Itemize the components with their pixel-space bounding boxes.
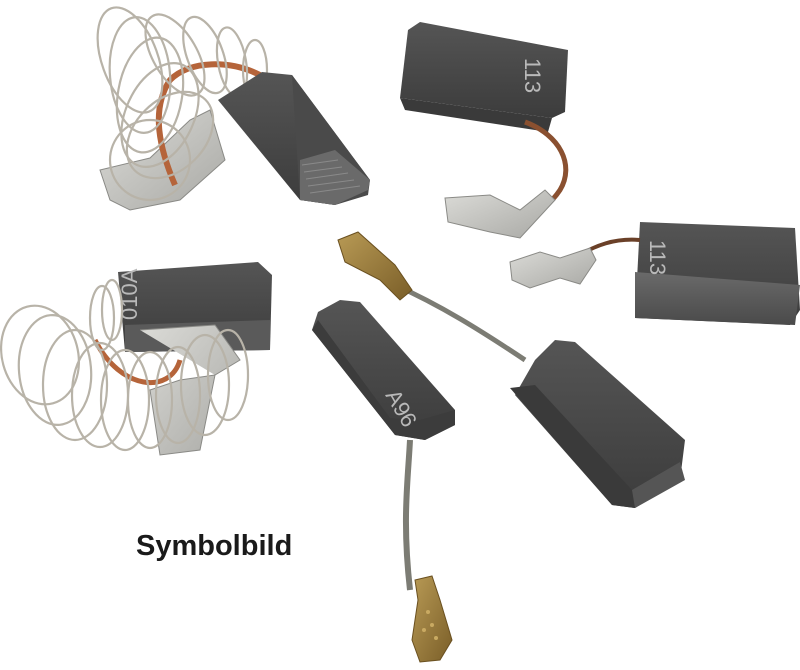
brush-010a-left: 010A <box>0 262 272 456</box>
brush-113-right: 113 <box>509 222 800 325</box>
brush-spring-top-left <box>96 6 370 211</box>
caption-symbolbild: Symbolbild <box>136 530 293 562</box>
brush-plain-right <box>337 231 685 508</box>
brush-marking-113-right: 113 <box>645 240 670 275</box>
brush-a96: A96 <box>312 300 455 663</box>
brush-113-top: 113 <box>400 22 569 239</box>
brush-marking-113-top: 113 <box>520 58 545 93</box>
